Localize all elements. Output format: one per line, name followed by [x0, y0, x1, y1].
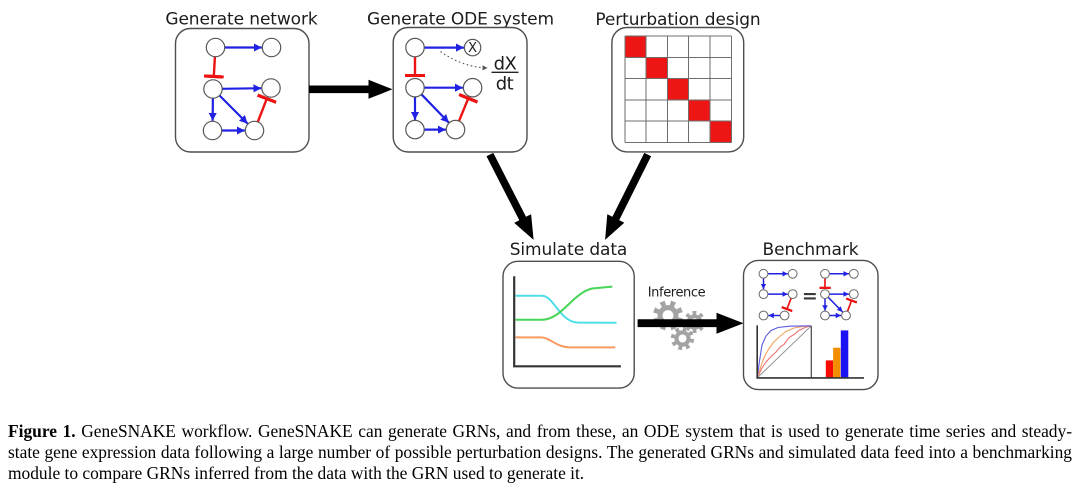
panel-generate-network: Generate network [165, 10, 318, 153]
inhibition-edge [203, 56, 224, 79]
perturbed-cell [646, 57, 668, 79]
roc-diagonal [756, 325, 812, 379]
score-bar-orange [833, 347, 841, 378]
perturbed-cell [710, 121, 732, 143]
perturbed-cell [624, 36, 647, 58]
gene-node [205, 37, 226, 58]
expression-curve-green [515, 285, 613, 321]
expression-curve-cyan [515, 294, 617, 324]
equals-sign: = [802, 285, 818, 307]
caption-line-3: module to compare GRNs inferred from the… [8, 463, 585, 483]
activation-edge [222, 84, 262, 93]
derivative-fraction: dX dt [491, 54, 519, 94]
gene-node [405, 119, 425, 140]
gene-node [820, 268, 830, 279]
score-bar-red [825, 360, 834, 378]
inferred-network [758, 268, 798, 321]
true-network [819, 268, 859, 321]
panel-benchmark: Benchmark = [742, 240, 879, 391]
derivative-numerator: dX [494, 54, 517, 75]
perturbed-cell [688, 99, 710, 122]
gene-node [203, 79, 223, 99]
gene-node [820, 289, 830, 300]
inhibition-edge [256, 93, 277, 123]
caption-line-1: Figure 1. GeneSNAKE workflow. GeneSNAKE … [8, 421, 1072, 442]
simulate-box [502, 260, 635, 389]
inference-label: Inference [648, 286, 706, 301]
plot-axes [513, 276, 621, 368]
gene-node [787, 268, 798, 279]
expression-curve-orange [515, 336, 616, 349]
perturbed-cell [667, 78, 689, 100]
grn-network [202, 37, 282, 141]
panel-generate-ode: Generate ODE system X dX dt [367, 10, 554, 153]
caption-figure-label: Figure 1. [8, 421, 76, 441]
gene-node [841, 310, 851, 321]
workflow-diagram: Generate network Generate ODE system [165, 10, 879, 391]
flow-arrow-network-to-ode [309, 79, 393, 99]
derivative-pointer-dotted-curve [440, 51, 488, 71]
flow-arrow-perturbation-to-simulate [605, 152, 652, 240]
panel-simulate-data: Simulate data [502, 240, 635, 389]
gene-node [261, 78, 281, 98]
gene-node [261, 37, 282, 58]
activation-edge [218, 94, 249, 125]
inhibition-edge [781, 297, 793, 313]
gene-node [787, 289, 798, 300]
gene-node [848, 268, 859, 279]
panel-generate-network-title: Generate network [165, 10, 317, 30]
panel-generate-ode-title: Generate ODE system [367, 10, 554, 30]
inhibition-edge [845, 297, 858, 312]
inhibition-edge [457, 92, 479, 122]
gene-node [405, 37, 425, 58]
flow-arrow-simulate-to-benchmark [637, 312, 744, 334]
expression-plot [513, 276, 621, 368]
gene-node [820, 310, 830, 321]
gene-node-x-label: X [468, 41, 477, 56]
flow-arrow-ode-to-simulate [486, 152, 534, 240]
inference-step: Inference [637, 286, 744, 351]
caption-line-2: state gene expression data following a l… [8, 442, 1072, 462]
panel-perturbation-design: Perturbation design [595, 10, 761, 153]
gene-node [779, 310, 790, 321]
panel-simulate-title: Simulate data [510, 240, 628, 260]
gene-node [244, 120, 265, 141]
grid-lines [624, 35, 732, 143]
derivative-denominator: dt [496, 73, 514, 94]
perturbation-grid [624, 35, 732, 143]
roc-curve-red [756, 325, 812, 379]
gene-node [405, 77, 425, 98]
roc-curve-blue [756, 325, 812, 378]
score-bar-blue [840, 330, 849, 378]
panel-benchmark-title: Benchmark [763, 240, 859, 260]
figure-caption: Figure 1. GeneSNAKE workflow. GeneSNAKE … [8, 421, 1072, 484]
score-bar-chart [825, 330, 849, 378]
gene-node [848, 289, 859, 300]
gene-node [202, 120, 223, 141]
gene-node [758, 268, 769, 279]
roc-plot [756, 325, 812, 379]
gene-node [462, 77, 483, 98]
gene-node-x [463, 38, 482, 57]
activation-edge [827, 296, 844, 313]
panel-perturbation-title: Perturbation design [595, 10, 760, 30]
caption-line-1-text: GeneSNAKE workflow. GeneSNAKE can genera… [75, 421, 1072, 441]
activation-edge [420, 93, 450, 124]
roc-curve-orange [756, 325, 812, 379]
ode-network: X [405, 37, 483, 140]
gene-node [445, 119, 466, 140]
gene-node [758, 289, 769, 300]
gene-node [758, 310, 769, 321]
